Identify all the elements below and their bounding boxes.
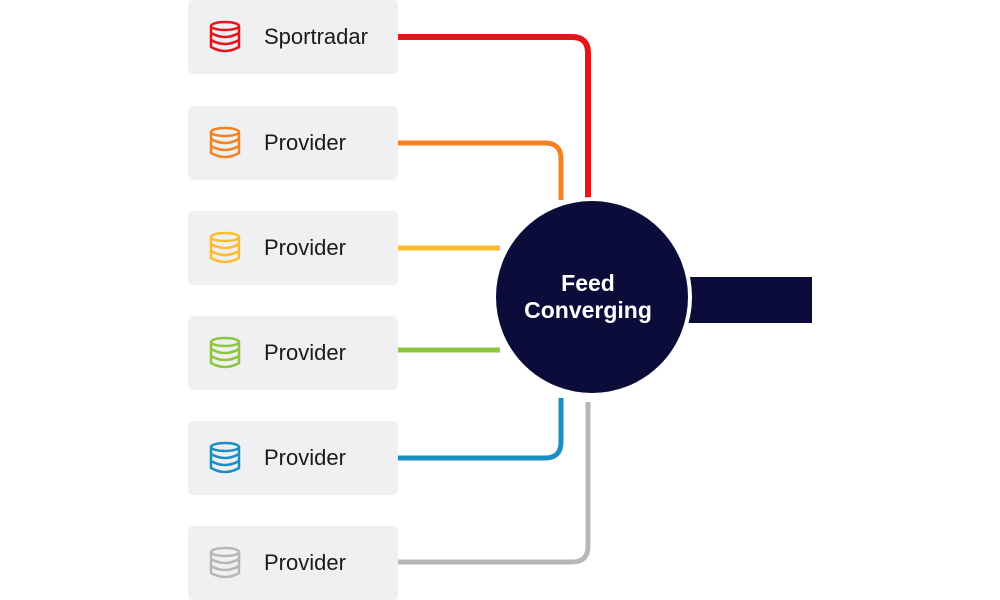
source-box-background: [188, 0, 398, 74]
feed-converging-hub: [492, 197, 692, 397]
connector-lines: [398, 34, 591, 565]
connector-line-provider-5: [398, 402, 591, 565]
database-icon: [209, 126, 241, 159]
source-label: Sportradar: [264, 24, 368, 49]
source-box-background: [188, 316, 398, 390]
source-box-background: [188, 211, 398, 285]
source-label: Provider: [264, 445, 346, 470]
source-box-provider-3: Provider: [188, 316, 398, 390]
source-box-sportradar: Sportradar: [188, 0, 398, 74]
source-box-provider-1: Provider: [188, 106, 398, 180]
source-box-provider-4: Provider: [188, 421, 398, 495]
connector-line-sportradar: [398, 34, 591, 200]
hub-label-line-2: Converging: [524, 297, 652, 323]
connector-line-provider-1: [398, 140, 564, 200]
source-label: Provider: [264, 340, 346, 365]
hub-label-line-1: Feed: [561, 270, 615, 296]
database-icon: [209, 546, 241, 579]
source-label: Provider: [264, 130, 346, 155]
database-icon: [209, 20, 241, 53]
database-icon: [209, 336, 241, 369]
source-box-background: [188, 106, 398, 180]
output-bar: [688, 277, 812, 323]
source-box-background: [188, 421, 398, 495]
source-label: Provider: [264, 550, 346, 575]
database-icon: [209, 231, 241, 264]
source-boxes: Sportradar Provider Provider: [188, 0, 398, 600]
source-box-provider-2: Provider: [188, 211, 398, 285]
connector-line-provider-4: [398, 398, 564, 461]
source-label: Provider: [264, 235, 346, 260]
source-box-provider-5: Provider: [188, 526, 398, 600]
source-box-background: [188, 526, 398, 600]
database-icon: [209, 441, 241, 474]
